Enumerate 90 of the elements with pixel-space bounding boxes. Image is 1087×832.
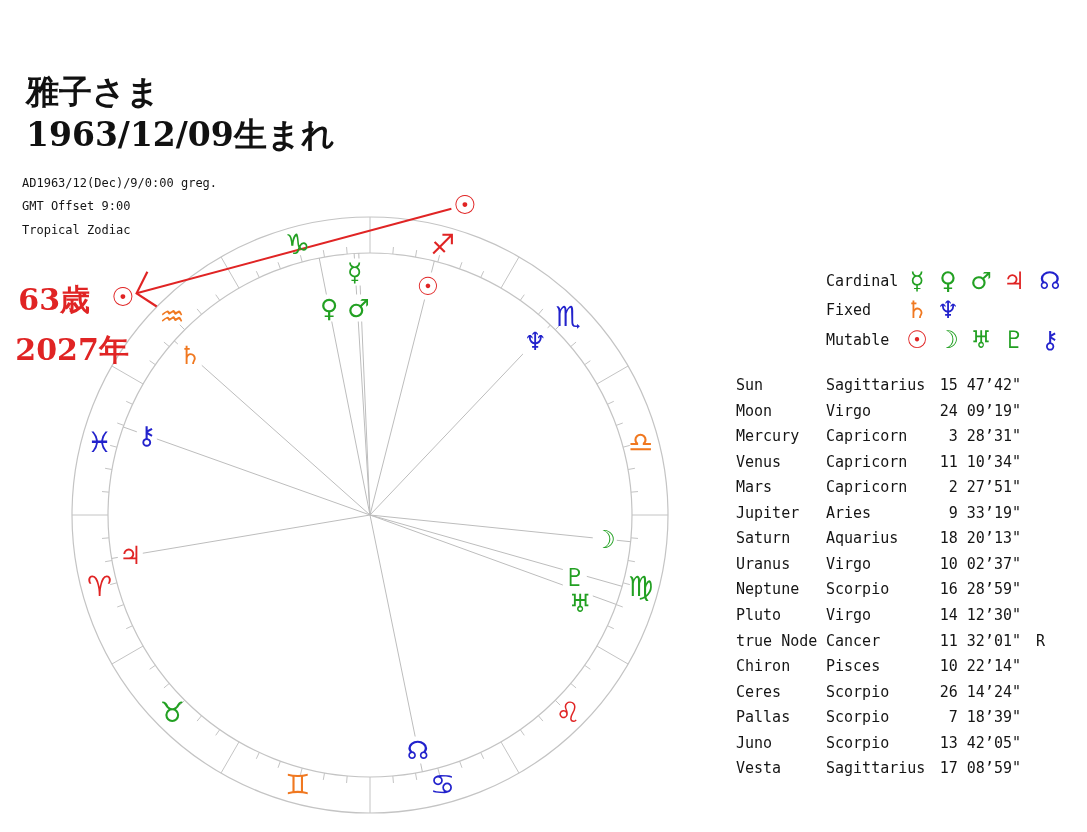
zodiac-sign-name: Capricorn: [826, 478, 908, 497]
zodiac-sign-glyph: ♐: [429, 230, 455, 259]
degree-value: 10 02’37": [939, 554, 1021, 573]
zodiac-sign-name: Aries: [826, 503, 872, 522]
degree-value: 7 18’39": [948, 708, 1021, 727]
sun-glyph: ☉: [111, 284, 135, 310]
degree-value: 11 32’01": [939, 631, 1021, 650]
degree-value: 9 33’19": [948, 503, 1021, 522]
planet-name: Mars: [736, 478, 773, 497]
zodiac-sign-glyph: ♍: [627, 573, 653, 602]
zodiac-sign-name: Virgo: [826, 554, 872, 573]
planet-name: Neptune: [736, 580, 800, 599]
planet-glyph: ☿: [909, 269, 925, 293]
chart-header-line: GMT Offset 9:00: [22, 199, 131, 213]
planet-name: Venus: [736, 452, 782, 471]
degree-value: 18 20’13": [939, 529, 1021, 548]
planet-glyph: ♅: [970, 328, 992, 352]
planet-name: Ceres: [736, 682, 782, 701]
zodiac-sign-glyph: ♎: [627, 428, 653, 457]
planet-glyph: ♄: [906, 298, 928, 322]
planet-name: Pallas: [736, 708, 791, 727]
retrograde-mark: R: [1036, 631, 1046, 650]
planet-glyph: ♀: [939, 269, 957, 293]
zodiac-sign-name: Scorpio: [826, 733, 890, 752]
year-label: 2027年: [15, 330, 129, 369]
zodiac-sign-glyph: ♏: [555, 303, 581, 331]
zodiac-sign-glyph: ♉: [159, 699, 185, 727]
zodiac-sign-name: Pisces: [826, 657, 881, 676]
degree-value: 2 27’51": [948, 478, 1021, 497]
planet-glyph: ☽: [937, 328, 959, 352]
zodiac-sign-name: Cancer: [826, 631, 881, 650]
degree-value: 17 08’59": [939, 759, 1021, 778]
degree-value: 10 22’14": [939, 657, 1021, 676]
sun-glyph: ☉: [453, 192, 477, 218]
planet-name: Moon: [736, 401, 773, 420]
zodiac-sign-glyph: ♒: [159, 303, 185, 331]
modality-label: Cardinal: [826, 272, 899, 290]
degree-value: 16 28’59": [939, 580, 1021, 599]
planet-name: Saturn: [736, 529, 791, 548]
planet-glyph: ☊: [405, 736, 431, 764]
zodiac-sign-name: Sagittarius: [826, 376, 926, 394]
zodiac-sign-name: Virgo: [826, 605, 872, 624]
planet-glyph: ♆: [937, 298, 959, 322]
zodiac-sign-name: Aquarius: [826, 529, 899, 548]
degree-value: 3 28’31": [948, 427, 1021, 446]
zodiac-sign-glyph: ♌: [555, 699, 581, 727]
planet-name: Jupiter: [736, 503, 800, 522]
degree-value: 24 09’19": [939, 401, 1021, 420]
zodiac-sign-name: Virgo: [826, 401, 872, 420]
zodiac-sign-name: Capricorn: [826, 452, 908, 471]
planet-name: Vesta: [736, 759, 782, 778]
planet-name: Juno: [736, 733, 773, 752]
planet-glyph: ☉: [906, 328, 928, 352]
modality-label: Fixed: [826, 301, 872, 319]
degree-value: 13 42’05": [939, 733, 1021, 752]
arrow: [135, 207, 453, 308]
planet-glyph: ♂: [346, 294, 371, 322]
zodiac-sign-name: Scorpio: [826, 708, 890, 727]
zodiac-sign-name: Scorpio: [826, 580, 890, 599]
planet-name: Uranus: [736, 554, 791, 573]
chart-header-line: Tropical Zodiac: [22, 223, 131, 237]
title: 雅子さま: [26, 70, 160, 113]
planet-name: Chiron: [736, 657, 791, 676]
planet-name: true Node: [736, 631, 818, 650]
modality-label: Mutable: [826, 331, 890, 349]
planet-glyph: ♂: [970, 269, 992, 293]
zodiac-sign-glyph: ♊: [284, 771, 311, 800]
planet-name: Sun: [736, 376, 764, 394]
planet-glyph: ⚷: [1041, 328, 1059, 352]
subtitle: 1963/12/09生まれ: [26, 113, 335, 156]
age-label: 63歳: [18, 280, 91, 319]
zodiac-sign-name: Capricorn: [826, 427, 908, 446]
planet-name: Mercury: [736, 427, 800, 446]
planet-glyph: ☊: [1039, 269, 1061, 293]
planet-glyph: ♃: [1003, 269, 1025, 293]
zodiac-sign-name: Sagittarius: [826, 759, 926, 778]
degree-value: 11 10’34": [939, 452, 1021, 471]
degree-value: 26 14’24": [939, 682, 1021, 701]
degree-value: 15 47’42": [939, 376, 1021, 394]
degree-value: 14 12’30": [939, 605, 1021, 624]
zodiac-sign-glyph: ♋: [429, 771, 455, 800]
planet-glyph: ☿: [346, 258, 364, 286]
planet-glyph: ♇: [1003, 328, 1025, 352]
planet-glyph: ♄: [177, 341, 203, 369]
zodiac-sign-name: Scorpio: [826, 682, 890, 701]
planet-name: Pluto: [736, 605, 782, 624]
chart-header-line: AD1963/12(Dec)/9/0:00 greg.: [22, 176, 218, 190]
zodiac-sign-glyph: ♈: [87, 573, 113, 602]
zodiac-sign-glyph: ♓: [87, 428, 113, 457]
planet-glyph: ♆: [523, 327, 548, 355]
